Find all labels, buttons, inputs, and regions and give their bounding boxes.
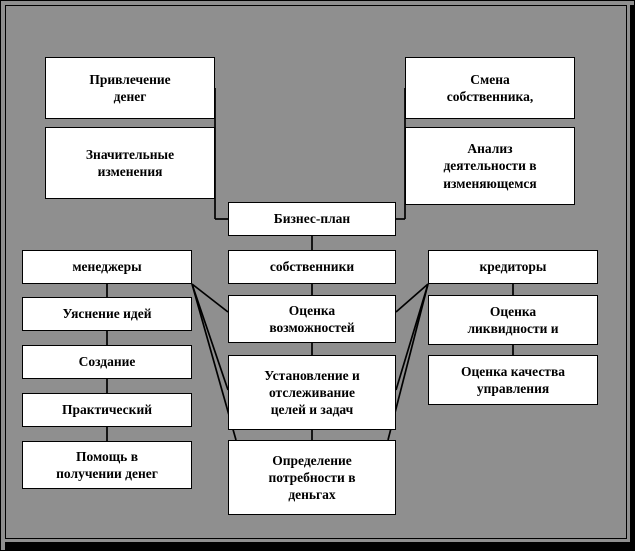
frame-shadow-right: [630, 5, 634, 550]
diagram-box-label: Смена собственника,: [446, 71, 534, 104]
diagram-box-pomosch-v-poluchenii-deneg: Помощь в получении денег: [22, 441, 192, 489]
diagram-box-label: Анализ деятельности в изменяющемся: [443, 141, 537, 191]
diagram-box-otsenka-kachestva: Оценка качества управления: [428, 355, 598, 405]
diagram-box-otsenka-vozmozhnostey: Оценка возможностей: [228, 295, 396, 343]
frame-shadow-bottom: [5, 542, 634, 550]
diagram-box-opredelenie-potrebnosti: Определение потребности в деньгах: [228, 440, 396, 515]
connector-line: [191, 283, 229, 391]
diagram-box-uyasnenie-idey: Уяснение идей: [22, 297, 192, 331]
diagram-box-menedzhery: менеджеры: [22, 250, 192, 284]
diagram-box-kreditory: кредиторы: [428, 250, 598, 284]
diagram-box-label: Практический: [61, 402, 153, 418]
diagram-box-label: Определение потребности в деньгах: [268, 452, 356, 503]
diagram-box-label: кредиторы: [479, 259, 547, 275]
diagram-box-prakticheskiy: Практический: [22, 393, 192, 427]
diagram-box-label: Оценка качества управления: [461, 363, 565, 396]
diagram-box-label: Помощь в получении денег: [56, 448, 158, 481]
diagram-box-label: собственники: [269, 259, 355, 275]
diagram-box-biznes-plan: Бизнес-план: [228, 202, 396, 236]
diagram-box-label: Создание: [78, 354, 136, 370]
diagram-box-label: Привлечение денег: [89, 71, 171, 104]
diagram-box-label: Оценка возможностей: [269, 302, 355, 335]
diagram-box-smena-sobstvennika: Смена собственника,: [405, 57, 575, 119]
connector-line: [191, 283, 229, 313]
diagram-box-sozdanie: Создание: [22, 345, 192, 379]
diagram-box-label: Уяснение идей: [62, 306, 152, 322]
diagram-box-znachitelnye-izmeneniya: Значительные изменения: [45, 127, 215, 199]
diagram-box-privlechenie-deneg: Привлечение денег: [45, 57, 215, 119]
diagram-box-ustanovlenie-tseley: Установление и отслеживание целей и зада…: [228, 355, 396, 430]
diagram-box-label: менеджеры: [72, 259, 142, 275]
diagram-box-analiz-deyatelnosti: Анализ деятельности в изменяющемся: [405, 127, 575, 205]
diagram-box-label: Бизнес-план: [273, 211, 351, 227]
diagram-box-otsenka-likvidnosti: Оценка ликвидности и: [428, 295, 598, 345]
diagram-box-label: Оценка ликвидности и: [467, 303, 559, 336]
diagram-box-label: Установление и отслеживание целей и зада…: [264, 367, 360, 418]
connector-line: [395, 283, 429, 313]
diagram-box-sobstvenniki: собственники: [228, 250, 396, 284]
diagram-box-label: Значительные изменения: [85, 146, 175, 179]
